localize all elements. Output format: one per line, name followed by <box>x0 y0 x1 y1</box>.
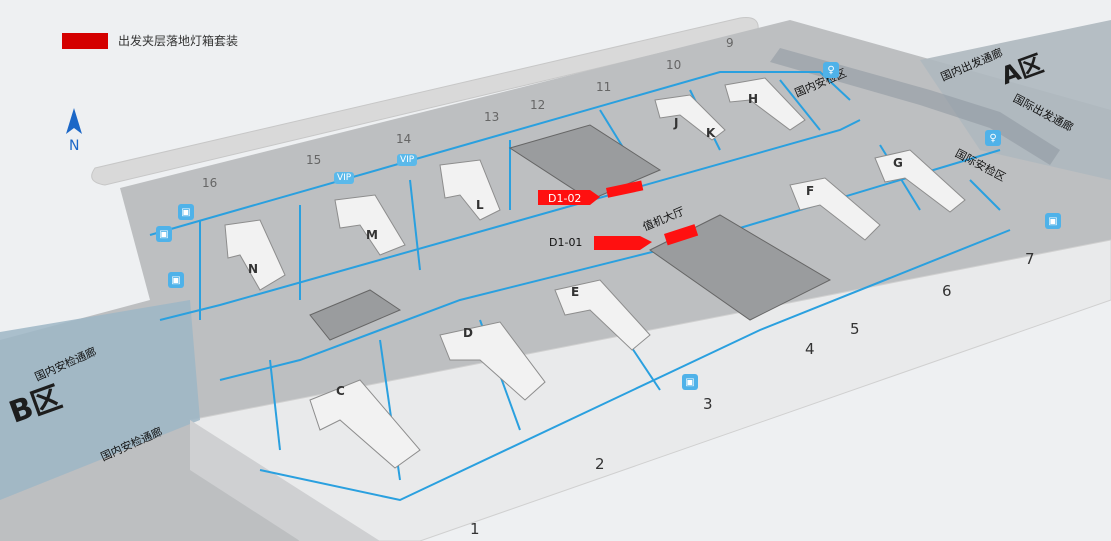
island-n: N <box>248 262 259 276</box>
gate-11: 11 <box>596 80 612 94</box>
gate-14: 14 <box>396 132 412 146</box>
void-upper <box>508 124 662 201</box>
island-d: D <box>463 326 473 340</box>
marker-d1-02-label: D1-02 <box>548 192 582 205</box>
vip-badge: VIP <box>334 172 355 184</box>
island-m: M <box>366 228 378 242</box>
island-k: K <box>706 126 716 140</box>
gate-3: 3 <box>703 395 713 413</box>
north-indicator: N <box>64 108 84 158</box>
gate-12: 12 <box>530 98 546 112</box>
checkin-islands <box>224 77 966 469</box>
island-e: E <box>571 285 580 299</box>
gate-1: 1 <box>470 520 480 538</box>
gate-16: 16 <box>202 176 218 190</box>
marker-d1-01-box[interactable] <box>664 224 699 246</box>
gate-10: 10 <box>666 58 682 72</box>
gate-6: 6 <box>942 282 952 300</box>
vip-badge: VIP <box>397 154 418 166</box>
gate-2: 2 <box>595 455 605 473</box>
island-h: H <box>748 92 759 106</box>
lower-left-structure <box>190 420 380 541</box>
island-l: L <box>476 198 484 212</box>
escalator-left <box>309 289 402 341</box>
legend-swatch <box>62 32 108 49</box>
restroom-icon: ♀ <box>823 62 839 78</box>
security-lanes <box>770 48 1060 165</box>
void-checkin-hall <box>649 214 832 321</box>
gate-4: 4 <box>805 340 815 358</box>
gift-icon: ▣ <box>682 374 698 390</box>
gate-15: 15 <box>306 153 322 167</box>
left-glass-building <box>0 300 200 500</box>
right-building <box>920 20 1111 180</box>
gate-5: 5 <box>850 320 860 338</box>
marker-d1-01-arrow[interactable] <box>594 236 652 250</box>
gate-9: 9 <box>726 36 734 50</box>
marker-d1-01-label: D1-01 <box>549 236 583 249</box>
gate-7: 7 <box>1025 250 1035 268</box>
island-f: F <box>806 184 815 198</box>
gift-icon: ▣ <box>156 226 172 242</box>
island-g: G <box>893 156 903 170</box>
legend: 出发夹层落地灯箱套装 <box>62 32 238 49</box>
marker-d1-02-arrow[interactable] <box>538 190 600 205</box>
north-arrow-icon <box>66 108 82 134</box>
marker-d1-02-box[interactable] <box>606 180 644 198</box>
island-c: C <box>336 384 345 398</box>
north-label: N <box>69 138 80 154</box>
island-j: J <box>674 116 679 130</box>
gate-13: 13 <box>484 110 500 124</box>
gift-icon: ▣ <box>168 272 184 288</box>
legend-label: 出发夹层落地灯箱套装 <box>118 34 239 48</box>
restroom-icon: ♀ <box>985 130 1001 146</box>
gift-icon: ▣ <box>178 204 194 220</box>
gift-icon: ▣ <box>1045 213 1061 229</box>
